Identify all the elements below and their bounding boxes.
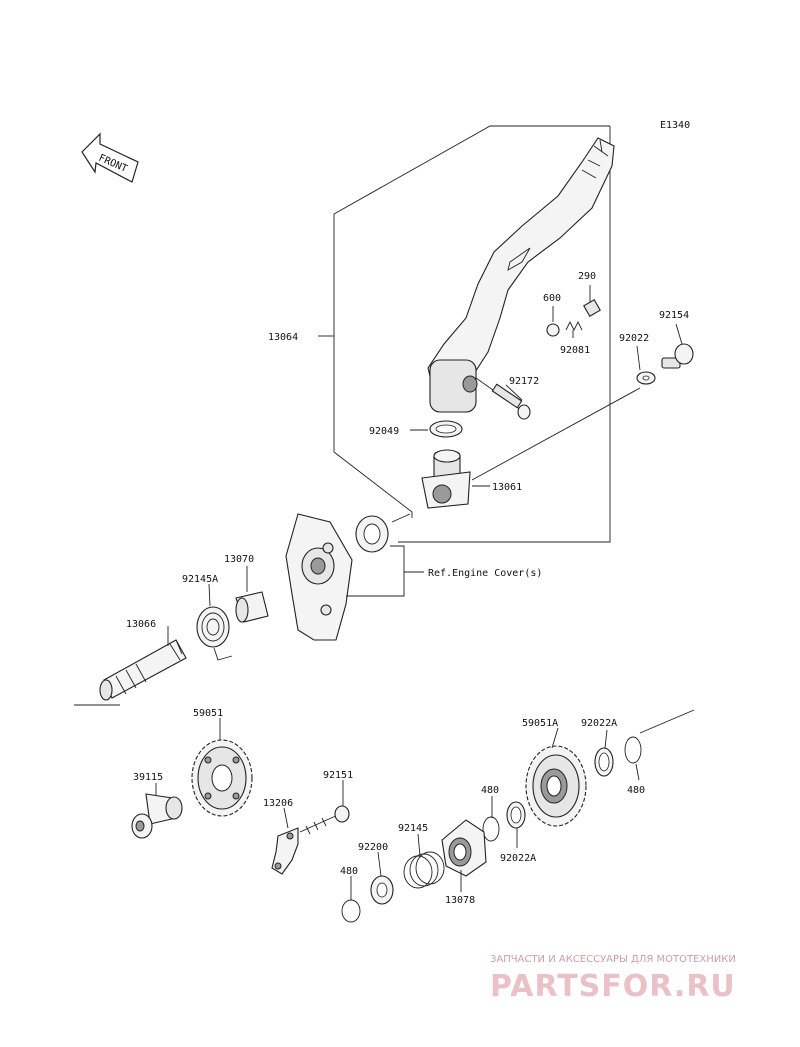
diagram-code: E1340 [660, 120, 690, 131]
oil-seal [355, 515, 389, 553]
label-92049: 92049 [369, 426, 399, 437]
spring-92145A [196, 606, 233, 661]
collar-13070 [235, 591, 269, 623]
label-39115: 39115 [133, 772, 163, 783]
label-480-mid: 480 [481, 785, 499, 796]
kick-pedal-assembly-outline [333, 125, 611, 543]
label-13061: 13061 [492, 482, 522, 493]
reference-note: Ref.Engine Cover(s) [428, 568, 542, 579]
label-59051A: 59051A [522, 718, 558, 729]
gear-59051 [191, 739, 253, 817]
kick-shaft-13066 [99, 639, 187, 701]
plug-290 [583, 299, 601, 317]
label-59051: 59051 [193, 708, 223, 719]
label-92145A: 92145A [182, 574, 218, 585]
circlip-480-right [624, 736, 642, 764]
label-13070: 13070 [224, 554, 254, 565]
gear-59051A [525, 745, 587, 827]
label-290: 290 [578, 271, 596, 282]
label-92200: 92200 [358, 842, 388, 853]
label-92081: 92081 [560, 345, 590, 356]
label-480-bottom: 480 [340, 866, 358, 877]
label-13066: 13066 [126, 619, 156, 630]
leader-lines [155, 285, 683, 900]
label-92022A-top: 92022A [581, 718, 617, 729]
label-92151: 92151 [323, 770, 353, 781]
spring-92145 [403, 851, 445, 889]
front-arrow-icon: FRONT [81, 132, 139, 183]
kick-pedal-lever [427, 137, 615, 413]
label-92145: 92145 [398, 823, 428, 834]
ref-bracket [346, 545, 424, 597]
watermark-brand: PARTSFOR.RU [490, 969, 736, 1004]
pivot-39115 [131, 793, 183, 839]
circlip-480-mid [482, 816, 500, 842]
label-13078: 13078 [445, 895, 475, 906]
kick-boss-13061 [421, 449, 471, 509]
label-92172: 92172 [509, 376, 539, 387]
ball-600 [546, 323, 560, 337]
label-92022: 92022 [619, 333, 649, 344]
circlip-480-bottom [341, 899, 361, 923]
label-13064: 13064 [268, 332, 298, 343]
spring-92081 [565, 320, 583, 332]
engine-cover [285, 513, 353, 641]
label-480-right: 480 [627, 785, 645, 796]
label-13206: 13206 [263, 798, 293, 809]
label-92022A-mid: 92022A [500, 853, 536, 864]
bolt-92151 [299, 805, 350, 835]
guide-13206 [271, 827, 299, 875]
bolt-92172 [475, 377, 531, 420]
ratchet-13078 [441, 819, 487, 877]
bolt-92154 [661, 343, 694, 369]
watermark-tagline: ЗАПЧАСТИ И АКСЕССУАРЫ ДЛЯ МОТОТЕХНИКИ [490, 954, 736, 965]
label-92154: 92154 [659, 310, 689, 321]
label-600: 600 [543, 293, 561, 304]
